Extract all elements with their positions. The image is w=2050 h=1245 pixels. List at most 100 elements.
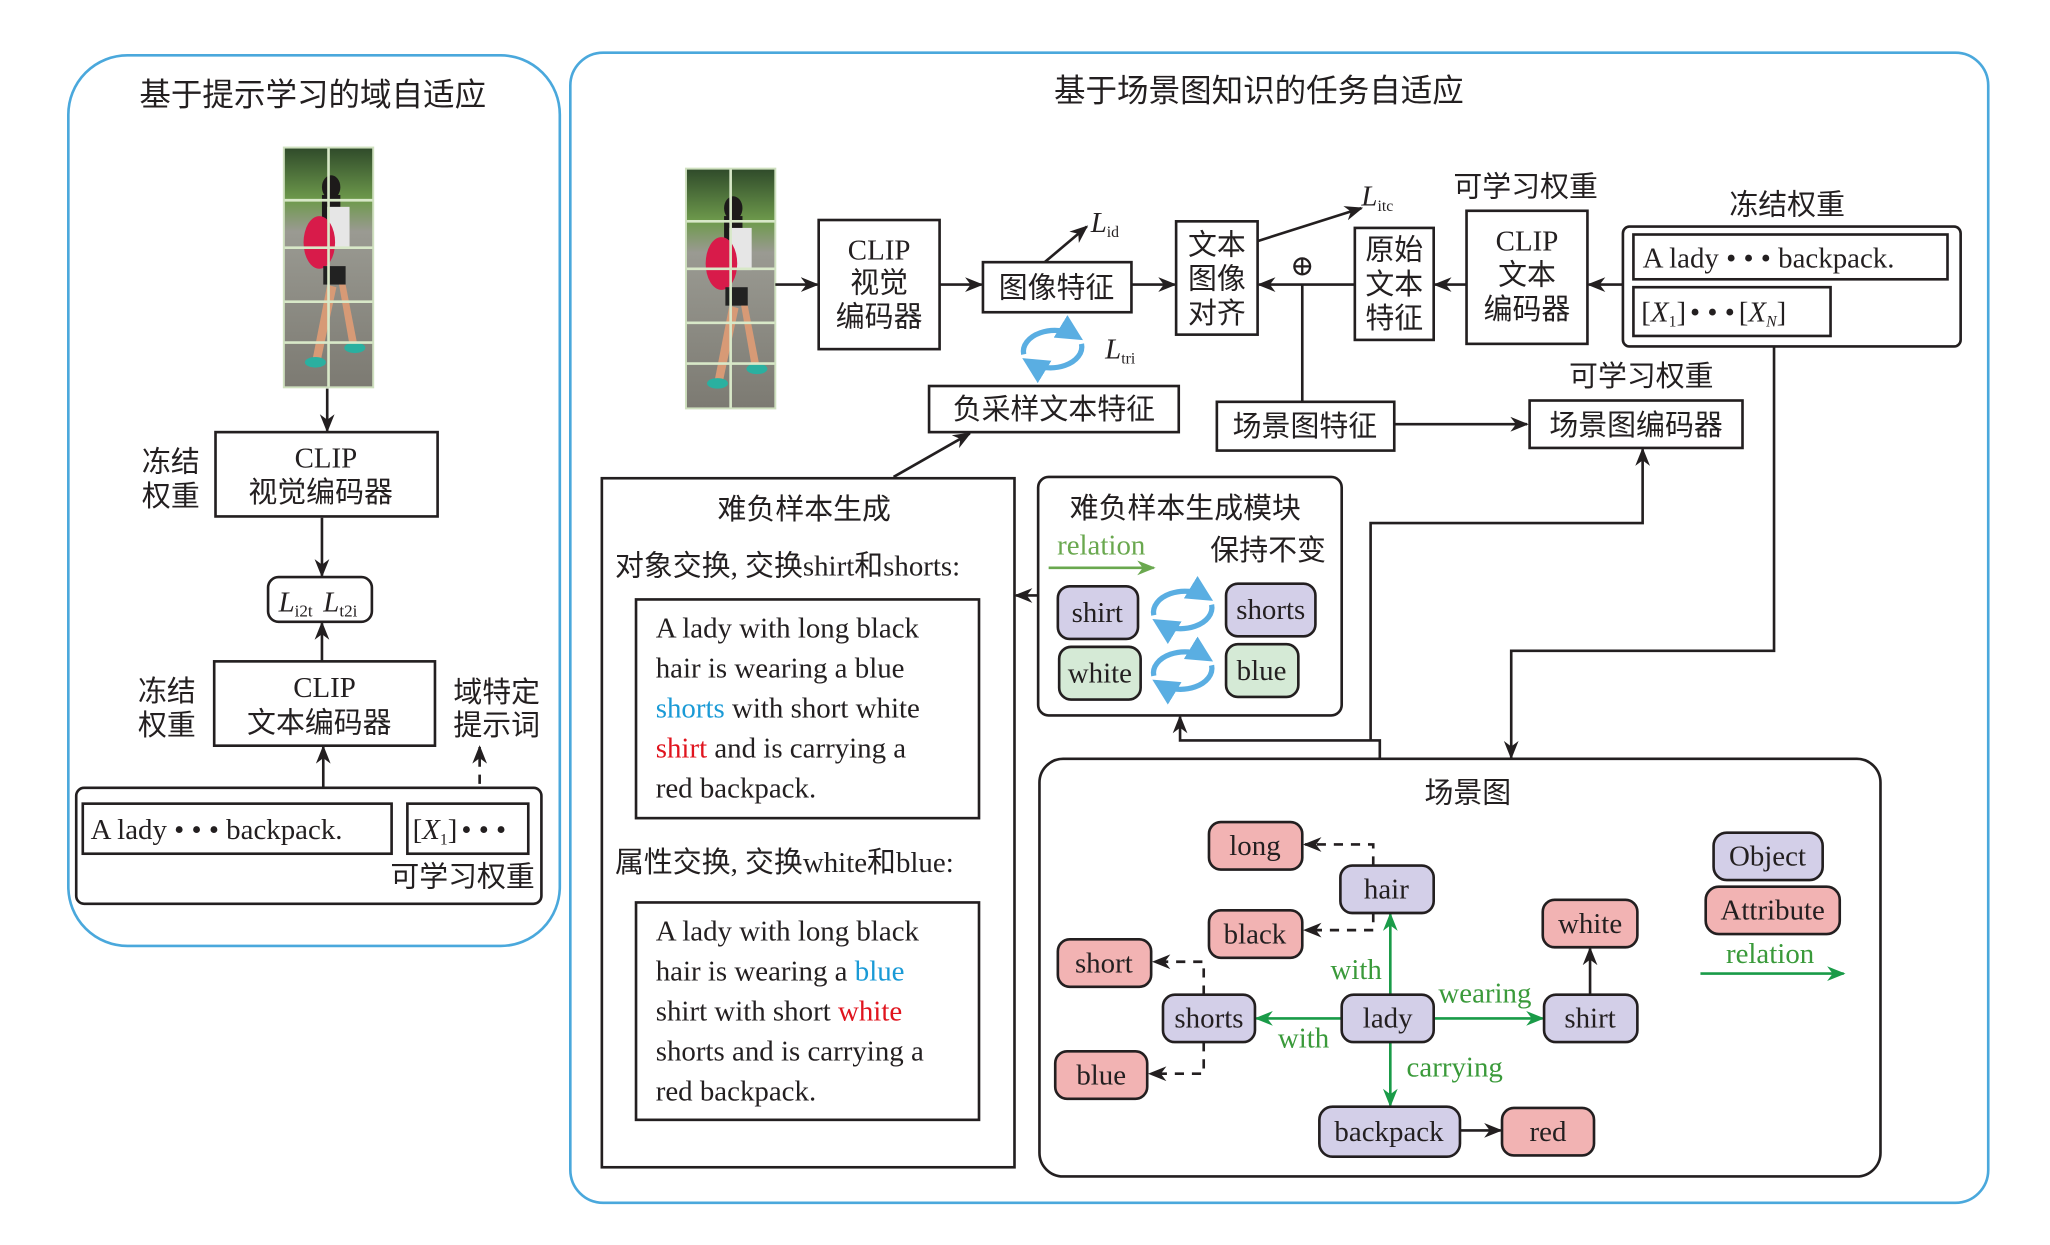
object-swap-label: 对象交换, 交换shirt和shorts: bbox=[615, 551, 960, 583]
attribute-swap-label: 属性交换, 交换white和blue: bbox=[615, 847, 954, 879]
legend-object: Object bbox=[1712, 831, 1824, 882]
left-panel-title: 基于提示学习的域自适应 bbox=[139, 77, 486, 112]
node-backpack: backpack bbox=[1318, 1105, 1462, 1159]
node-red: red bbox=[1500, 1106, 1596, 1157]
swap-node-shirt bbox=[1056, 584, 1140, 641]
caption-segment: hair is wearing a blue bbox=[656, 653, 905, 685]
image-feature-box: 图像特征 bbox=[981, 260, 1133, 314]
arrow-to-loss-id bbox=[1043, 225, 1089, 264]
text-input-group: A lady • • • backpack. [X1]• • • 可学习权重 bbox=[74, 786, 543, 906]
caption-line: shirt with short white bbox=[656, 995, 902, 1027]
triplet-swap-icon bbox=[1023, 330, 1081, 367]
svg-text:Attribute: Attribute bbox=[1721, 895, 1825, 927]
svg-text:short: short bbox=[1075, 947, 1133, 979]
fusion-add-icon: ⊕ bbox=[1290, 250, 1314, 282]
node-long: long bbox=[1207, 820, 1304, 871]
alignment-line: 对齐 bbox=[1188, 298, 1246, 330]
caption-segment: shirt with short bbox=[656, 995, 838, 1027]
legend: Object Attribute relation bbox=[1700, 831, 1846, 981]
feature-line: 特征 bbox=[1365, 303, 1423, 335]
highlighted-word: blue bbox=[855, 956, 905, 988]
encoder-line: CLIP bbox=[1496, 225, 1559, 257]
domain-prompt-label-line2: 提示词 bbox=[453, 710, 540, 742]
frozen-label-line1: 冻结 bbox=[142, 447, 200, 479]
feature-line: 文本 bbox=[1365, 269, 1423, 301]
svg-text:shirt: shirt bbox=[1564, 1003, 1615, 1035]
relation-label-carrying: carrying bbox=[1407, 1051, 1503, 1083]
svg-text:shorts: shorts bbox=[1174, 1003, 1243, 1035]
caption-line: hair is wearing a blue bbox=[656, 653, 905, 685]
pedestrian-image bbox=[684, 167, 777, 410]
svg-text:red: red bbox=[1530, 1116, 1567, 1148]
swap-node-shorts bbox=[1224, 582, 1317, 638]
right-panel-title: 基于场景图知识的任务自适应 bbox=[1054, 73, 1464, 108]
frozen-text-label-line2: 权重 bbox=[138, 710, 196, 742]
loss-itc: Litc bbox=[1360, 180, 1393, 214]
caption-segment: with short white bbox=[725, 692, 920, 724]
legend-attribute: Attribute bbox=[1704, 885, 1842, 936]
frozen-text-label-line1: 冻结 bbox=[138, 676, 196, 708]
caption-line: shorts with short white bbox=[656, 692, 920, 724]
caption-segment: red backpack. bbox=[656, 772, 816, 804]
caption-line: red backpack. bbox=[656, 1075, 816, 1107]
caption-segment: A lady with long black bbox=[656, 613, 920, 645]
caption-text: A lady • • • backpack. bbox=[91, 814, 343, 846]
scene-graph-feature-box: 场景图特征 bbox=[1215, 400, 1396, 452]
arrow-to-loss-itc bbox=[1257, 206, 1364, 243]
arrow-scene-graph-to-encoder bbox=[1369, 447, 1650, 741]
keep-unchanged-label: 保持不变 bbox=[1210, 535, 1326, 567]
contrastive-loss-box: Li2t Lt2i bbox=[266, 575, 374, 624]
encoder-line: CLIP bbox=[848, 235, 911, 267]
encoder-line: 编码器 bbox=[836, 302, 923, 334]
svg-text:long: long bbox=[1229, 830, 1280, 862]
caption-line: A lady with long black bbox=[656, 613, 920, 645]
svg-text:black: black bbox=[1224, 918, 1287, 950]
scene-encoder-label: 场景图编码器 bbox=[1549, 410, 1722, 442]
highlighted-word: shirt bbox=[656, 732, 707, 764]
negative-text-feature-box: 负采样文本特征 bbox=[927, 384, 1181, 434]
prompt-token: [X1]• • • bbox=[413, 814, 507, 848]
object-swap-caption: A lady with long black hair is wearing a … bbox=[656, 613, 920, 805]
caption-text: A lady • • • backpack. bbox=[1643, 242, 1895, 274]
feature-line: 原始 bbox=[1365, 235, 1423, 267]
scene-graph-task-adaptation-panel: 基于场景图知识的任务自适应 CLIP 视觉 编码器 图像特征 Lid 文本 图像… bbox=[569, 51, 1990, 1205]
left-panel-border bbox=[67, 54, 562, 948]
loss-tri: Ltri bbox=[1104, 333, 1136, 367]
caption-segment: hair is wearing a bbox=[656, 956, 855, 988]
scene-feature-label: 场景图特征 bbox=[1233, 411, 1378, 443]
node-blue: blue bbox=[1053, 1050, 1149, 1101]
caption-segment: red backpack. bbox=[656, 1075, 816, 1107]
node-lady: lady bbox=[1340, 993, 1435, 1044]
frozen-label-line2: 权重 bbox=[142, 481, 200, 513]
clip-text-encoder-box: CLIP 文本 编码器 bbox=[1465, 209, 1589, 346]
loss-id: Lid bbox=[1090, 207, 1119, 241]
scene-graph-encoder-box: 场景图编码器 bbox=[1528, 399, 1744, 450]
domain-prompt-label-line1: 域特定 bbox=[453, 677, 540, 709]
caption-segment: shorts and is carrying a bbox=[656, 1035, 924, 1067]
node-hair: hair bbox=[1339, 864, 1435, 915]
clip-visual-encoder-box: CLIP 视觉编码器 bbox=[214, 430, 439, 518]
alignment-line: 文本 bbox=[1188, 229, 1246, 261]
swap-node-label: shorts bbox=[1236, 594, 1305, 626]
alignment-line: 图像 bbox=[1188, 263, 1246, 295]
caption-segment: A lady with long black bbox=[656, 916, 920, 948]
negative-feature-label: 负采样文本特征 bbox=[953, 394, 1155, 426]
arrow-caption-to-scene-graph bbox=[1503, 346, 1776, 760]
caption-line: A lady with long black bbox=[656, 916, 920, 948]
svg-text:hair: hair bbox=[1364, 873, 1409, 905]
pedestrian-image bbox=[282, 146, 375, 389]
node-shorts: shorts bbox=[1161, 993, 1257, 1044]
svg-text:blue: blue bbox=[1076, 1059, 1126, 1091]
svg-text:lady: lady bbox=[1363, 1003, 1413, 1035]
hard-negative-title: 难负样本生成 bbox=[718, 494, 891, 526]
svg-text:Object: Object bbox=[1729, 841, 1806, 873]
swap-node-label: blue bbox=[1237, 655, 1287, 687]
scene-graph-box: 场景图 with with wearing carrying long hair… bbox=[1038, 757, 1882, 1178]
arrow-scene-graph-to-module bbox=[1172, 714, 1382, 759]
swap-node-white bbox=[1057, 645, 1142, 701]
caption-line: shirt and is carrying a bbox=[656, 732, 907, 764]
loss-i2t: Li2t bbox=[278, 586, 313, 620]
original-text-feature-box: 原始 文本 特征 bbox=[1353, 226, 1435, 342]
svg-text:white: white bbox=[1558, 908, 1622, 940]
node-black: black bbox=[1207, 909, 1304, 960]
